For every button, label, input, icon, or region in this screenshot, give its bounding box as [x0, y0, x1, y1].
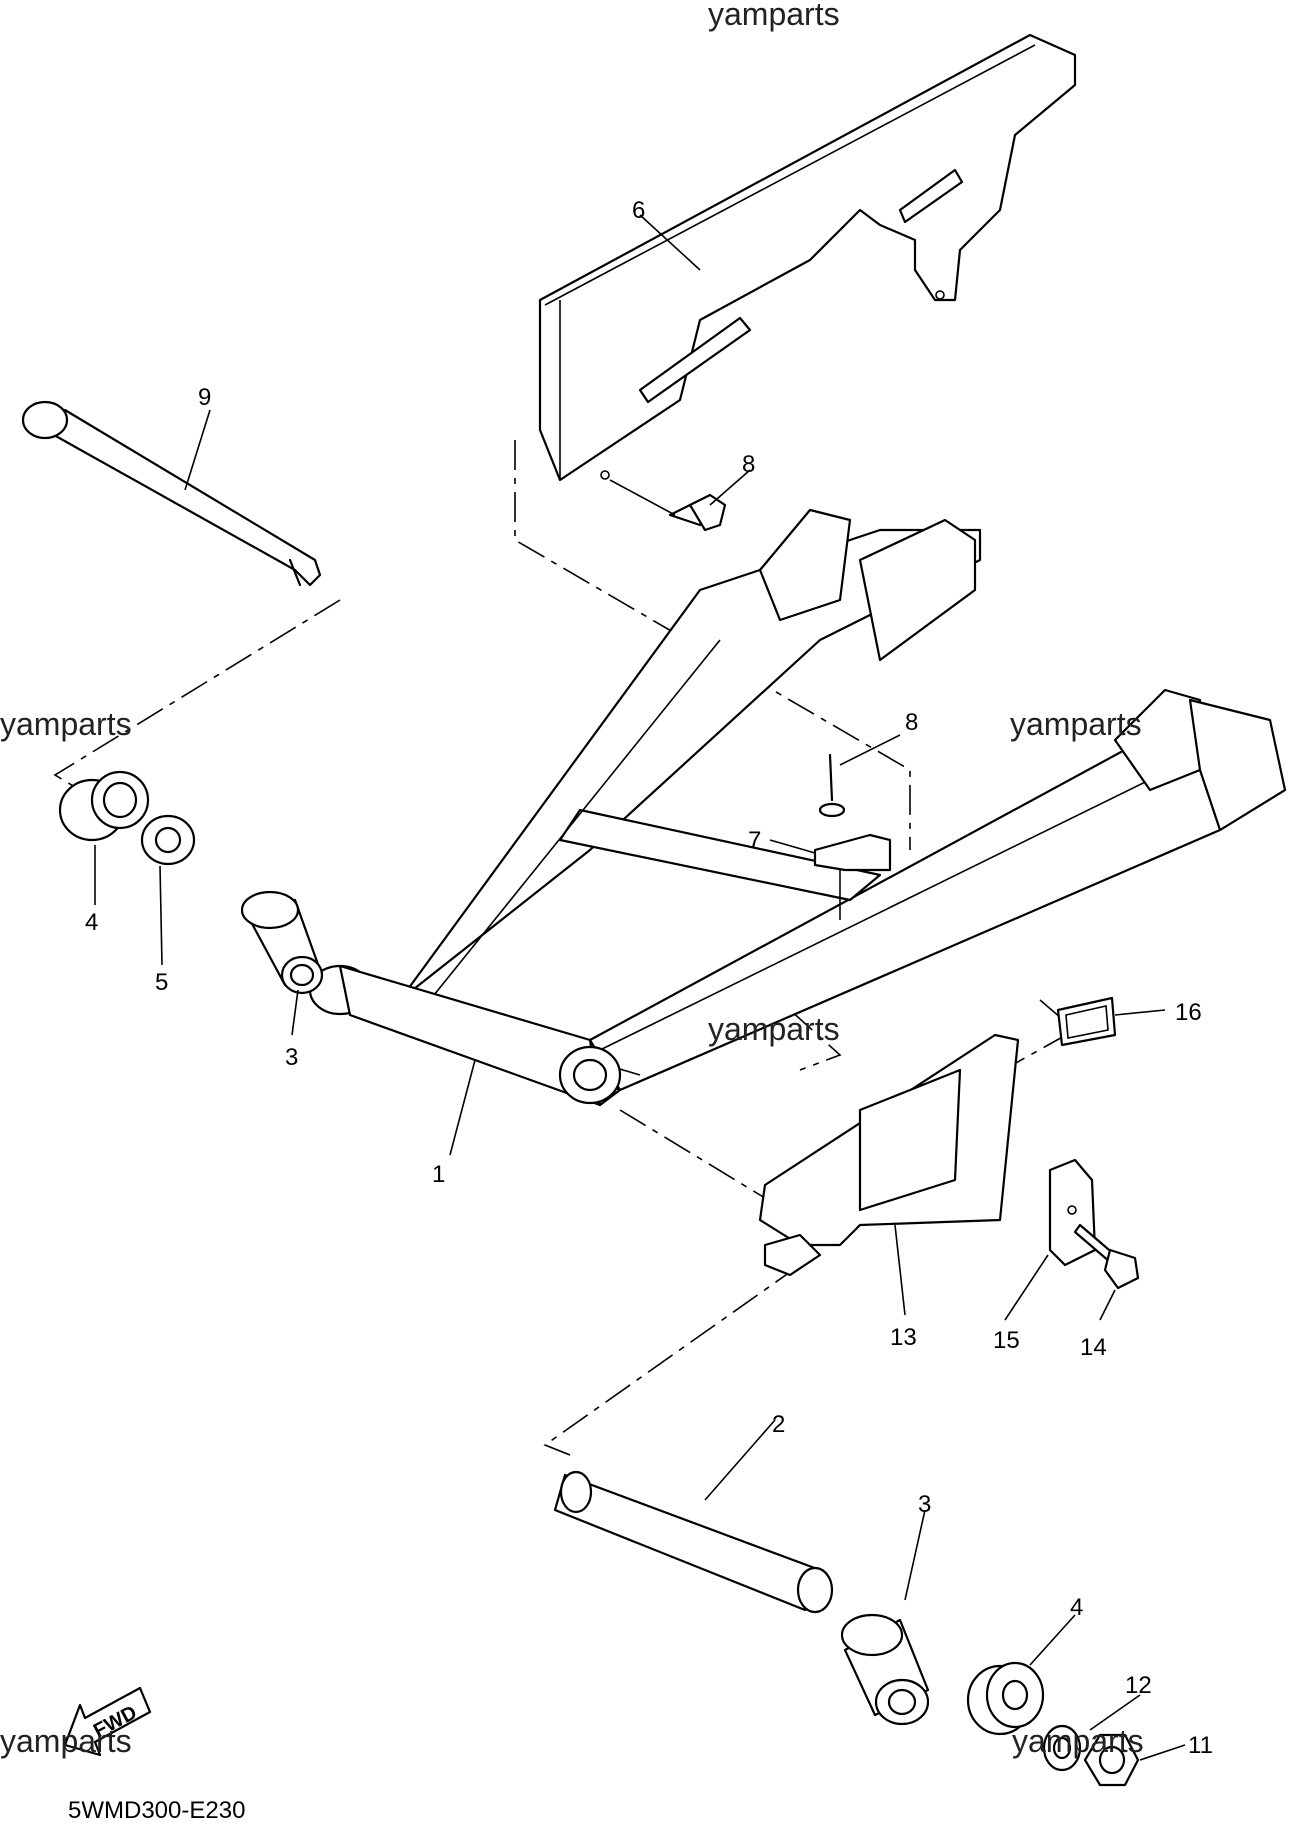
swingarm [308, 508, 1287, 1107]
label-plate [1056, 996, 1117, 1047]
callout-8: 8 [905, 709, 918, 736]
callout-15: 15 [993, 1327, 1020, 1354]
callout-numbers: 6 8 9 8 7 16 4 5 3 1 2 3 4 12 11 13 15 1… [85, 197, 1213, 1759]
callout-9: 8 [742, 451, 755, 478]
watermark-bottom-right: yamparts [1012, 1723, 1144, 1759]
bushing-upper [240, 890, 324, 995]
bushing-lower [840, 1613, 930, 1726]
callout-5: 5 [155, 969, 168, 996]
callout-16: 16 [1175, 999, 1202, 1026]
watermark-top: yamparts [708, 0, 840, 32]
chain-guard-bolt [609, 479, 727, 532]
callout-10: 9 [198, 384, 211, 411]
pivot-shaft [21, 400, 322, 587]
leader-lines [94, 214, 1186, 1761]
diagram-code: 5WMD300-E230 [68, 1797, 245, 1824]
callout-14: 14 [1080, 1334, 1107, 1361]
callout-12: 12 [1125, 1672, 1152, 1699]
watermark-right: yamparts [1010, 706, 1142, 742]
callout-6: 6 [632, 197, 645, 224]
dust-seal-lower [966, 1661, 1045, 1736]
washer-lower [1042, 1724, 1082, 1772]
callout-13: 13 [890, 1324, 917, 1351]
callout-4-left: 4 [85, 909, 98, 936]
nut [1083, 1733, 1140, 1787]
collar-shaft [553, 1470, 834, 1614]
washer [140, 814, 196, 866]
rivet-and-bracket [813, 753, 892, 920]
callout-11: 11 [1188, 1732, 1213, 1759]
watermark-center: yamparts [708, 1011, 840, 1047]
chain-case-bolt [1073, 1223, 1140, 1290]
plate [1048, 1158, 1097, 1267]
callout-3-upper: 3 [285, 1044, 298, 1071]
watermarks: yamparts yamparts yamparts yamparts yamp… [0, 0, 1144, 1759]
chain-case [758, 1033, 1020, 1277]
watermark-left: yamparts [0, 706, 132, 742]
callout-3-lower: 3 [918, 1491, 931, 1518]
callout-1: 1 [432, 1161, 445, 1188]
callout-7: 7 [748, 827, 761, 854]
watermark-bottom-left: yamparts [0, 1723, 132, 1759]
callout-4-lower: 4 [1070, 1594, 1083, 1621]
chain-guard [538, 33, 1077, 482]
dust-seal-left [58, 770, 150, 842]
callout-2: 2 [772, 1411, 785, 1438]
